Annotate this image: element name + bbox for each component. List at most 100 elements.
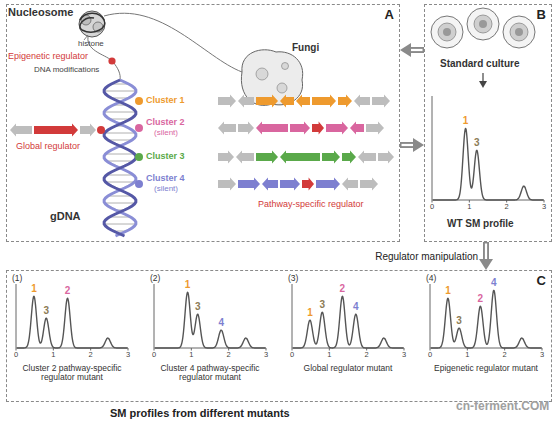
- base-pair: [107, 175, 134, 176]
- arrow-head: [479, 259, 493, 270]
- plot-caption: Cluster 2 pathway-specific regulator mut…: [10, 364, 134, 383]
- chromatogram-trace: [293, 296, 404, 348]
- peak-number: 3: [195, 301, 201, 312]
- double-arrow: [408, 47, 424, 53]
- chart-axis: [292, 284, 404, 348]
- cluster-dot: [135, 180, 143, 188]
- axis-tick: 2: [365, 351, 369, 359]
- arrow-head: [400, 43, 411, 57]
- gene-arrow: [326, 122, 348, 135]
- colony: [510, 23, 528, 41]
- base-pair: [105, 154, 134, 155]
- part-name: Standard culture: [440, 58, 519, 69]
- peak-number: 2: [65, 285, 71, 296]
- organelle: [282, 63, 289, 70]
- part-name: Global regulator: [16, 142, 80, 152]
- plot-number: (1): [12, 274, 22, 283]
- chart-axis: [154, 284, 266, 348]
- gene-arrow: [354, 95, 370, 108]
- cluster-name: Cluster 3: [146, 152, 185, 162]
- gene-arrow: [262, 178, 278, 191]
- gene-arrow: [366, 122, 384, 135]
- arrow-inner: [410, 49, 423, 51]
- part-name: gDNA: [50, 210, 81, 222]
- double-arrow: [483, 242, 489, 262]
- cluster-note: (silent): [154, 129, 178, 138]
- base-pair: [108, 140, 132, 141]
- base-pair: [105, 203, 136, 204]
- gene-arrow: [372, 95, 390, 108]
- plot-caption: Cluster 4 pathway-specific regulator mut…: [148, 364, 272, 383]
- axis-tick: 1: [465, 351, 469, 359]
- peak-number: 2: [478, 293, 484, 304]
- plot-caption: Epigenetic regulator mutant: [424, 364, 548, 373]
- gene-arrow: [312, 95, 336, 108]
- petri-dish: [431, 16, 463, 48]
- axis-tick: 0: [290, 351, 294, 359]
- axis-tick: 2: [503, 351, 507, 359]
- connector-group: [400, 43, 424, 57]
- plot-number: (2): [150, 274, 160, 283]
- gene-arrow: [316, 178, 340, 191]
- axis-tick: 0: [430, 203, 434, 211]
- cluster-dot: [135, 124, 143, 132]
- axis-tick: 3: [264, 351, 268, 359]
- small-arrow-head: [479, 81, 487, 88]
- gene-arrow: [218, 95, 236, 108]
- peak-number: 1: [307, 307, 313, 318]
- base-pair: [105, 182, 134, 183]
- axis-tick: 0: [428, 351, 432, 359]
- axis-tick: 1: [51, 351, 55, 359]
- gene-arrow: [238, 178, 260, 191]
- gene-arrow: [360, 178, 378, 191]
- base-pair: [105, 133, 136, 134]
- plot-number: (3): [288, 274, 298, 283]
- part-name: Fungi: [292, 42, 319, 53]
- colony-center: [479, 20, 487, 28]
- arrow-inner: [485, 244, 487, 261]
- base-pair: [104, 112, 136, 113]
- epigenetic-dot: [108, 57, 115, 64]
- gene-arrow: [350, 122, 364, 135]
- gene-arrow: [256, 122, 288, 135]
- part-name: Nucleosome: [8, 6, 73, 18]
- axis-tick: 1: [327, 351, 331, 359]
- chart-title: WT SM profile: [447, 218, 514, 229]
- nucleosome: [79, 11, 105, 40]
- panel-letter: B: [537, 7, 546, 22]
- panel-letter: C: [537, 273, 546, 288]
- double-arrow: [400, 142, 416, 148]
- colony-center: [515, 28, 523, 36]
- gene-arrow: [218, 122, 236, 135]
- gene-arrow: [238, 122, 254, 135]
- gene-arrow: [256, 95, 278, 108]
- peak-number: 1: [445, 285, 451, 296]
- gene-arrow: [80, 124, 96, 137]
- cluster-note: (silent): [154, 185, 178, 194]
- peak-number: 4: [218, 317, 224, 328]
- gene-arrow: [34, 124, 78, 137]
- panel-box: B: [424, 4, 552, 242]
- chart-axis: [430, 284, 542, 348]
- gene-arrow: [10, 124, 32, 137]
- part-name: DNA modifications: [34, 66, 99, 75]
- gene-arrow: [290, 122, 310, 135]
- plot-caption: Global regulator mutant: [286, 364, 410, 373]
- gene-arrow: [302, 178, 314, 191]
- peak-number: 3: [456, 315, 462, 326]
- gene-arrow: [218, 151, 234, 164]
- petri-dish: [503, 16, 535, 48]
- petri-dish: [467, 8, 499, 40]
- peak-number: 3: [319, 299, 325, 310]
- colony-center: [443, 28, 451, 36]
- arrow-inner: [402, 144, 415, 146]
- figure-caption: SM profiles from different mutants: [110, 407, 290, 419]
- colony: [474, 15, 492, 33]
- gene-arrow: [238, 95, 254, 108]
- peak-number: 4: [353, 301, 359, 312]
- organelle: [256, 68, 268, 80]
- edge-label: Regulator manipulation: [375, 251, 478, 262]
- axis-tick: 3: [542, 203, 546, 211]
- colony: [438, 23, 456, 41]
